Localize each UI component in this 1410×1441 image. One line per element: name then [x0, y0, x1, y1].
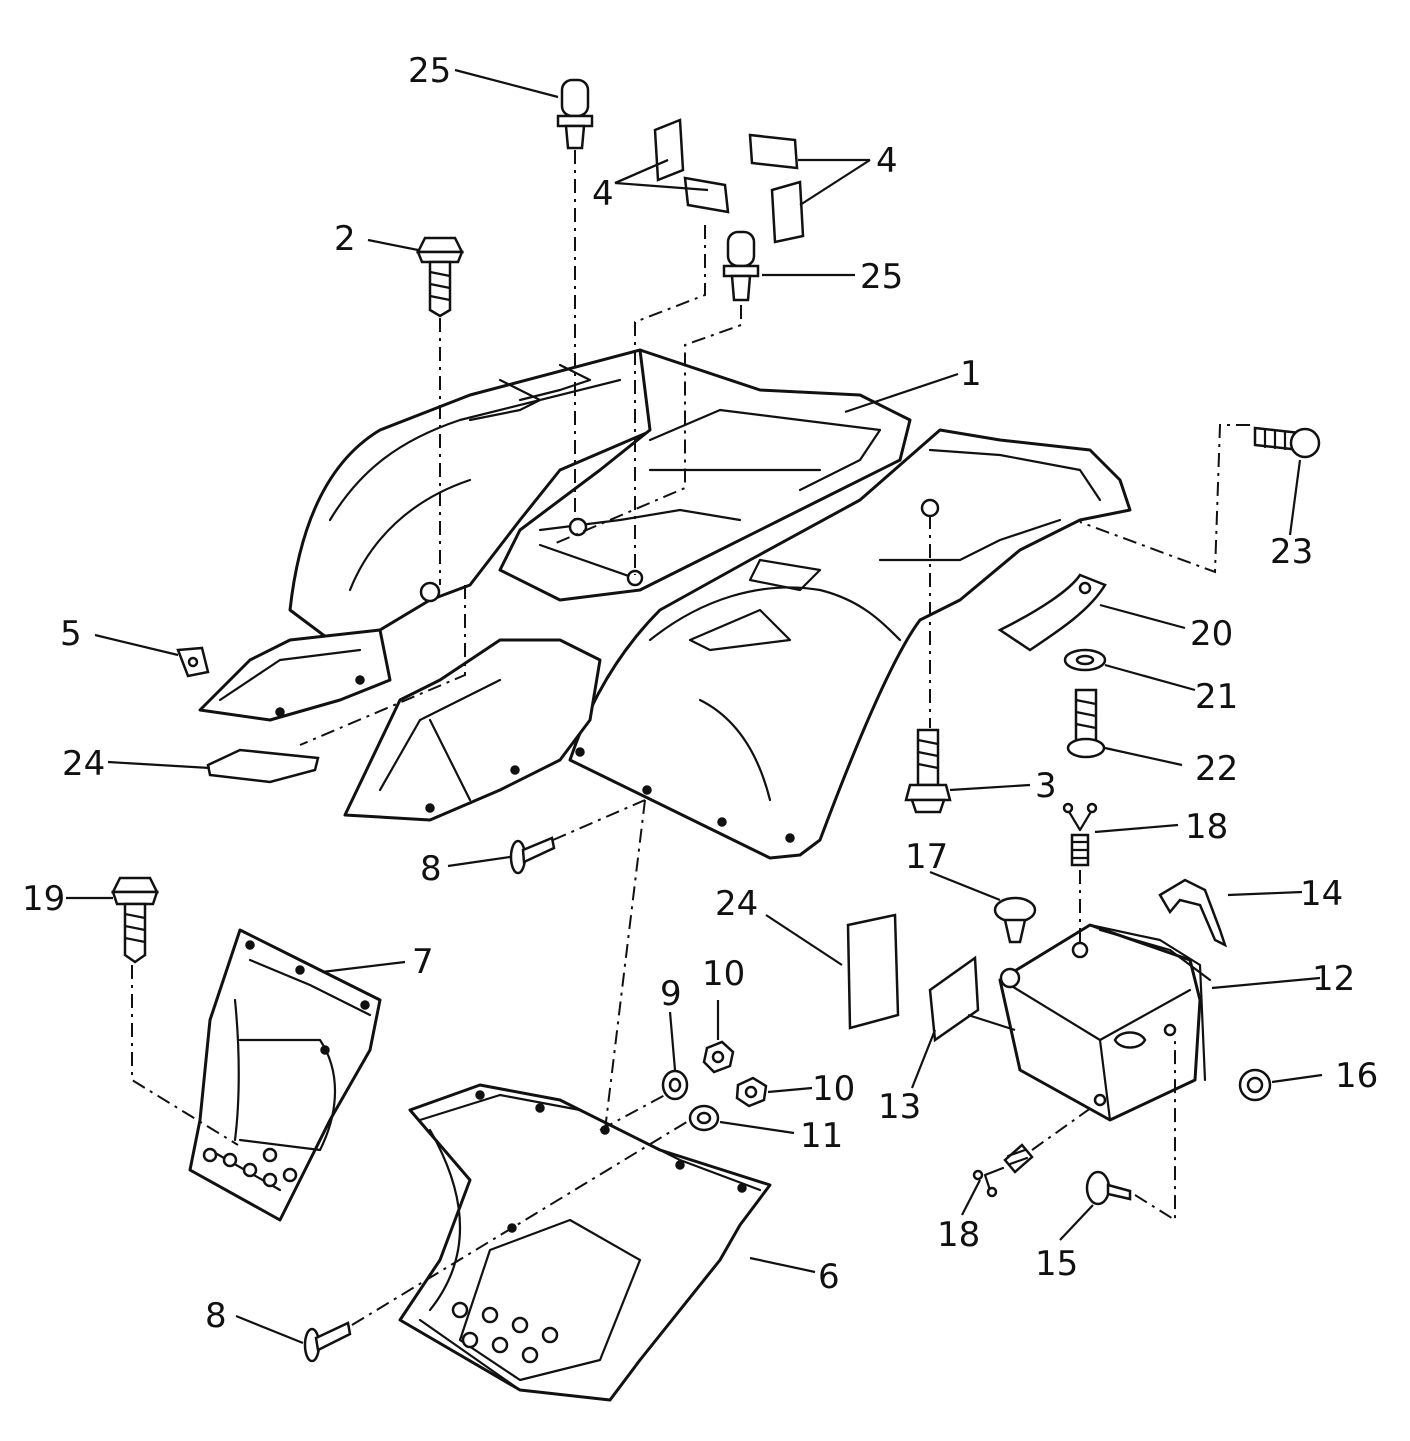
callout-24-upright: 24 [715, 884, 758, 924]
bracket-14 [1158, 878, 1228, 948]
inner-panel-right [398, 1083, 772, 1402]
callout-10-lower: 10 [812, 1069, 855, 1109]
callout-11: 11 [800, 1116, 843, 1156]
leader-lines [66, 68, 1323, 1345]
callout-18-lower: 18 [937, 1215, 980, 1255]
bolt-3 [904, 728, 952, 814]
callout-1: 1 [960, 354, 982, 394]
bolt-23 [1253, 426, 1321, 459]
callout-15: 15 [1035, 1244, 1078, 1284]
callout-9: 9 [660, 974, 682, 1014]
callout-21: 21 [1195, 677, 1238, 717]
callout-7: 7 [412, 942, 434, 982]
callout-2: 2 [334, 219, 356, 259]
callout-4-right: 4 [876, 141, 898, 181]
washer-21 [1063, 648, 1107, 672]
bolt-19 [110, 876, 160, 964]
grommet-25-second [722, 230, 760, 302]
callout-labels: 25 4 4 25 2 1 23 20 21 22 5 24 3 18 8 17… [22, 51, 1378, 1336]
spring-clip-18-lower [972, 1143, 1034, 1198]
bolt-22 [1066, 688, 1106, 759]
callout-14: 14 [1300, 874, 1343, 914]
screw-8-upper [509, 836, 556, 875]
nut-10-lower [735, 1076, 768, 1108]
callout-18-top: 18 [1185, 807, 1228, 847]
pad-set-4-left [653, 118, 730, 214]
rear-fender-body [198, 348, 1132, 860]
callout-13: 13 [878, 1087, 921, 1127]
callout-6: 6 [818, 1257, 840, 1297]
washer-11 [688, 1104, 720, 1132]
pad-24-lower [206, 748, 320, 784]
assembly-lines [131, 150, 1250, 1326]
bolt-2 [415, 236, 465, 318]
pad-set-4-right [748, 133, 805, 244]
callout-5: 5 [60, 614, 82, 654]
clip-5 [176, 646, 210, 678]
callout-19: 19 [22, 879, 65, 919]
callout-12: 12 [1312, 959, 1355, 999]
callout-3: 3 [1035, 766, 1057, 806]
grommet-25-top [556, 78, 594, 150]
spring-clip-18-top [1062, 802, 1098, 867]
callout-23: 23 [1270, 532, 1313, 572]
plug-17 [993, 896, 1037, 944]
strap-20 [997, 573, 1107, 652]
callout-25-second: 25 [860, 257, 903, 297]
pad-13 [928, 955, 980, 1043]
callout-22: 22 [1195, 749, 1238, 789]
callout-20: 20 [1190, 614, 1233, 654]
screw-8-lower [303, 1321, 352, 1363]
screw-15 [1085, 1170, 1132, 1206]
callout-10-upper: 10 [702, 954, 745, 994]
callout-24-lower: 24 [62, 744, 105, 784]
callout-17: 17 [905, 837, 948, 877]
callout-16: 16 [1335, 1056, 1378, 1096]
washer-9 [661, 1069, 689, 1101]
nut-10-upper [702, 1040, 735, 1074]
pad-24-upright [846, 913, 900, 1030]
callout-8-upper: 8 [420, 849, 442, 889]
callout-25-top: 25 [408, 51, 451, 91]
nut-16 [1238, 1068, 1272, 1102]
tool-box [998, 923, 1212, 1122]
callout-8-lower: 8 [205, 1296, 227, 1336]
callout-4-left: 4 [592, 174, 614, 214]
inner-panel-left [188, 928, 382, 1222]
